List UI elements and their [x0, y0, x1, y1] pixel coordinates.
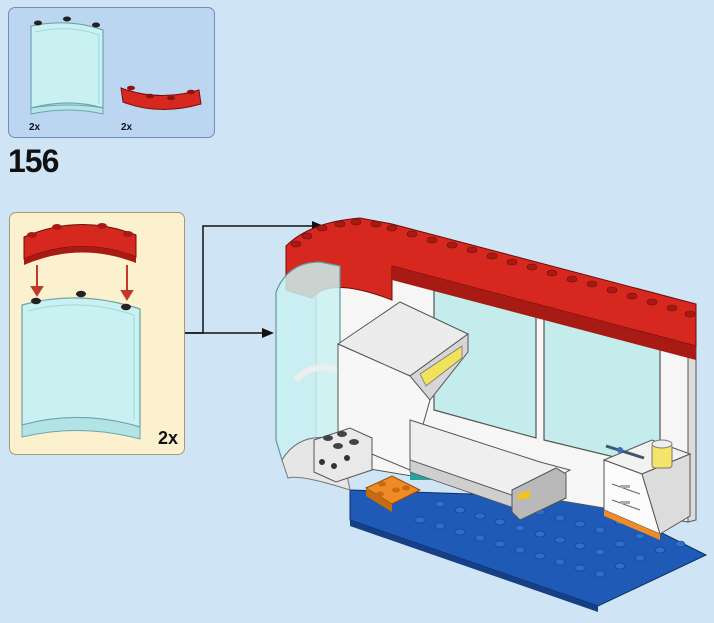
roof-studs — [290, 218, 696, 318]
curved-panel-part-icon — [30, 16, 104, 115]
part-quantity: 2x — [29, 122, 41, 133]
parts-list-illustration — [30, 16, 202, 115]
subassembly-illustration — [21, 223, 141, 440]
orange-bricks — [364, 475, 422, 512]
curved-panel-subassembly — [21, 290, 141, 440]
red-plate-part-icon — [120, 85, 202, 111]
counter — [409, 419, 572, 521]
stove-block — [313, 427, 373, 483]
syringe — [605, 444, 645, 460]
baseplate-studs — [414, 500, 686, 578]
parts-list-box: 2x 2x — [8, 7, 215, 138]
subassembly-box: 2x — [9, 212, 185, 455]
placement-arrows — [30, 265, 134, 301]
part-quantity: 2x — [121, 122, 133, 133]
jar — [651, 439, 673, 469]
subassembly-multiplier: 2x — [158, 428, 179, 448]
step-number: 156 — [8, 143, 59, 179]
red-plate-subassembly — [23, 223, 137, 265]
